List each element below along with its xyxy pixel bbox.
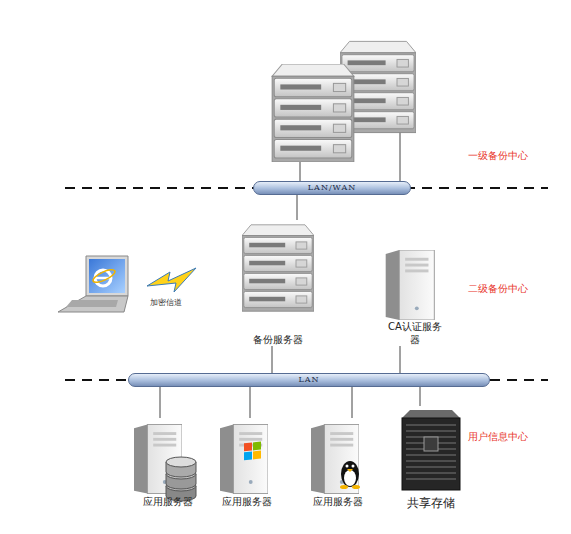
primary-servers xyxy=(272,41,416,162)
lightning-symbol xyxy=(147,268,196,292)
app-server: 应用服务器 xyxy=(130,418,206,508)
node-label: 应用服务器 xyxy=(222,495,272,508)
node-label: CA认证服务器 xyxy=(386,320,444,346)
node-label: LAN xyxy=(298,376,319,384)
ca-server: CA认证服务器 xyxy=(386,248,444,346)
ca-server-icon xyxy=(386,250,435,320)
network-link xyxy=(297,195,298,220)
network-link xyxy=(160,387,161,418)
network-dashes xyxy=(65,188,548,380)
node-label: 共享存储 xyxy=(407,496,455,512)
backup-server-icon xyxy=(242,225,314,311)
app-server-icons xyxy=(134,424,359,493)
network-link xyxy=(272,346,273,373)
windows-logo xyxy=(244,442,261,461)
node-label: 备份服务器 xyxy=(253,333,303,346)
storage-device: 共享存储 xyxy=(398,406,464,512)
zone-label: 一级备份中心 xyxy=(468,150,528,162)
zone-label: 二级备份中心 xyxy=(468,283,528,295)
zone-label: 用户信息中心 xyxy=(468,431,528,443)
database-symbol xyxy=(166,457,196,501)
backup-server: 备份服务器 xyxy=(240,220,316,346)
network-link xyxy=(352,387,353,418)
app-server: 应用服务器 xyxy=(212,418,282,508)
network-link xyxy=(250,387,251,418)
app-server: 应用服务器 xyxy=(303,418,373,508)
network-bus: LAN/WAN xyxy=(253,181,411,195)
channel-label: 加密信道 xyxy=(150,298,182,308)
laptop-icon xyxy=(58,256,128,312)
network-link xyxy=(400,346,401,373)
node-label: LAN/WAN xyxy=(308,184,356,192)
network-link xyxy=(420,387,421,406)
node-label: 应用服务器 xyxy=(143,495,193,508)
storage-icon xyxy=(402,410,460,490)
network-bus: LAN xyxy=(128,373,490,387)
node-label: 应用服务器 xyxy=(313,495,363,508)
linux-penguin xyxy=(340,461,360,489)
